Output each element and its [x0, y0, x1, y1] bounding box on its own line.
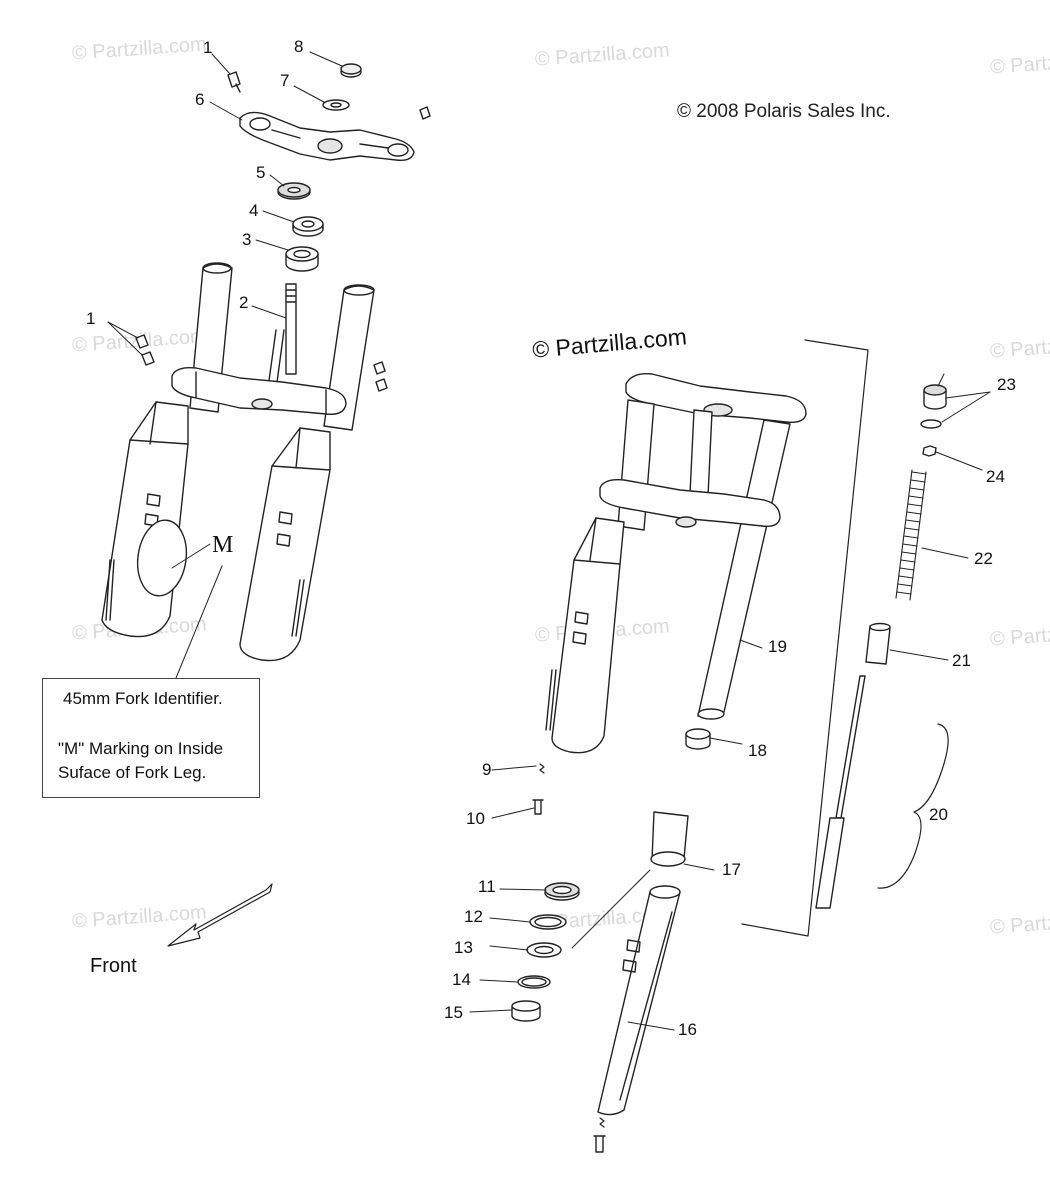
- callout-20: 20: [929, 805, 948, 824]
- seal-part-11: [544, 882, 580, 901]
- front-arrow-icon: [167, 883, 273, 947]
- left-fork-leg-r: [239, 427, 331, 662]
- ring-part-12: [529, 914, 567, 930]
- callout-12: 12: [464, 907, 483, 926]
- bushing-part-18: [685, 728, 711, 750]
- clip-part-14: [517, 975, 551, 989]
- identifier-line-2: "M" Marking on Inside: [58, 739, 224, 758]
- callout-6: 6: [195, 90, 205, 109]
- callout-5: 5: [256, 163, 266, 182]
- washer-part-7: [322, 99, 350, 111]
- callout-7: 7: [280, 71, 290, 90]
- right-fork-tube-part-19: [697, 419, 791, 719]
- bottom-bolt: [593, 1135, 606, 1153]
- callout-11: 11: [478, 877, 496, 896]
- left-bottom-triple-clamp: [171, 366, 347, 415]
- callout-18: 18: [748, 741, 767, 760]
- callout-19: 19: [768, 637, 787, 656]
- outer-tube-part-16: [597, 885, 681, 1116]
- slider-part-17: [650, 811, 689, 867]
- callout-15: 15: [444, 1003, 463, 1022]
- bottom-spring: [599, 1117, 605, 1128]
- race-part-3: [285, 246, 319, 272]
- spacer-part-21: [865, 622, 891, 665]
- bearing-part-4: [292, 216, 324, 237]
- bolt-part-1-top: [227, 71, 241, 93]
- right-fork-tube-end: [697, 708, 725, 720]
- front-label: Front: [90, 955, 137, 977]
- fork-identifier-note: 45mm Fork Identifier. "M" Marking on Ins…: [42, 678, 260, 798]
- callout-16: 16: [678, 1020, 697, 1039]
- right-bottom-triple-clamp: [599, 478, 781, 528]
- nut-part-24: [922, 445, 937, 457]
- spring-part-22: [895, 469, 927, 601]
- steering-stem-part-2: [267, 283, 297, 391]
- bolt-right-b: [375, 378, 388, 392]
- bolt-part-small: [419, 106, 431, 120]
- right-stem: [689, 409, 713, 497]
- copyright-text: © 2008 Polaris Sales Inc.: [677, 101, 891, 122]
- bolt-part-1-left-a: [135, 334, 149, 349]
- callout-1: 1: [86, 309, 96, 328]
- callout-4: 4: [249, 201, 259, 220]
- callout-23: 23: [997, 375, 1016, 394]
- bolt-part-10: [532, 799, 544, 815]
- m-marking-label: M: [212, 532, 234, 558]
- right-fork-leg: [545, 517, 625, 754]
- washer-part-13: [526, 942, 562, 958]
- left-leader-lines: [107, 51, 343, 679]
- bolt-part-1-left-b: [141, 351, 155, 366]
- brace-part-20: [877, 723, 949, 889]
- callout-21: 21: [952, 651, 971, 670]
- spring-part-9: [539, 763, 545, 774]
- seal-part-5: [277, 182, 311, 200]
- callout-1: 1: [203, 38, 213, 57]
- identifier-line-1: 45mm Fork Identifier.: [63, 689, 223, 708]
- callout-10: 10: [466, 809, 485, 828]
- left-fork-leg-l: [101, 401, 189, 638]
- damper-rod-part-20: [815, 675, 866, 909]
- assembly-bracket: [741, 339, 869, 937]
- callout-24: 24: [986, 467, 1005, 486]
- nut-part-8: [340, 63, 362, 78]
- callout-17: 17: [722, 860, 741, 879]
- callout-14: 14: [452, 970, 471, 989]
- bushing-part-15: [511, 1000, 541, 1022]
- callout-9: 9: [482, 760, 492, 779]
- callout-22: 22: [974, 549, 993, 568]
- callout-13: 13: [454, 938, 473, 957]
- bolt-right-a: [373, 361, 386, 375]
- callout-3: 3: [242, 230, 252, 249]
- top-triple-clamp-part-6: [239, 111, 415, 162]
- right-leader-lines: [469, 373, 991, 1031]
- cap-part-23: [920, 384, 947, 429]
- identifier-line-3: Suface of Fork Leg.: [58, 763, 207, 782]
- callout-2: 2: [239, 293, 249, 312]
- callout-8: 8: [294, 37, 304, 56]
